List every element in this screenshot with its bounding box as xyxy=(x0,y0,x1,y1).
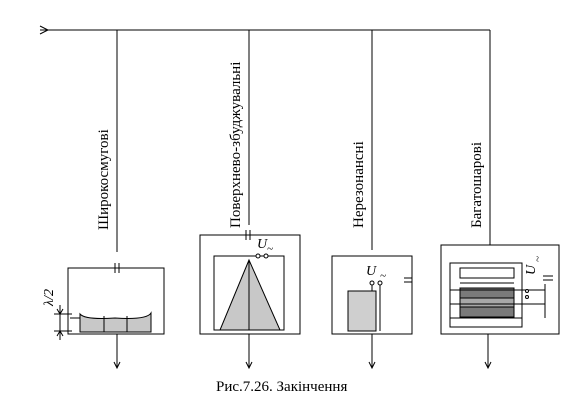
nonresonant-element xyxy=(331,255,413,370)
layer-mid xyxy=(459,297,515,308)
down-arrow xyxy=(245,361,253,370)
down-arrow xyxy=(484,361,492,370)
broadband-element xyxy=(54,263,165,370)
voltage-symbol-3: U xyxy=(524,264,539,275)
tilde-1: ~ xyxy=(267,243,273,255)
tilde-2: ~ xyxy=(380,270,386,282)
tilde-3: ~ xyxy=(532,256,544,262)
voltage-symbol-1: U xyxy=(257,237,268,252)
label-multilayer: Багатошарові xyxy=(469,142,485,228)
surface-excited-element xyxy=(199,230,301,370)
label-broadband: Широкосмугові xyxy=(96,129,112,230)
down-arrow xyxy=(368,361,376,370)
label-nonresonant: Нерезонансні xyxy=(351,141,367,228)
triangle-radiator xyxy=(219,258,281,331)
terminal xyxy=(263,253,269,259)
layer-top xyxy=(459,267,515,279)
terminal xyxy=(377,280,383,286)
terminal xyxy=(255,253,261,259)
classification-tree xyxy=(39,25,491,252)
multilayer-inner xyxy=(449,262,523,328)
down-arrow xyxy=(113,361,121,370)
resistive-load xyxy=(347,290,377,332)
dimension-label: λ/2 xyxy=(42,289,57,307)
broadband-frame xyxy=(67,267,165,335)
figure-caption: Рис.7.26. Закінчення xyxy=(216,379,347,395)
label-surface-excited: Поверхнево-збуджувальні xyxy=(228,62,244,228)
multilayer-frame xyxy=(440,244,560,335)
curved-plate xyxy=(79,311,152,333)
layer-dark xyxy=(459,306,515,318)
terminal xyxy=(369,280,375,286)
multilayer-element xyxy=(440,244,560,370)
voltage-symbol-2: U xyxy=(366,264,377,279)
